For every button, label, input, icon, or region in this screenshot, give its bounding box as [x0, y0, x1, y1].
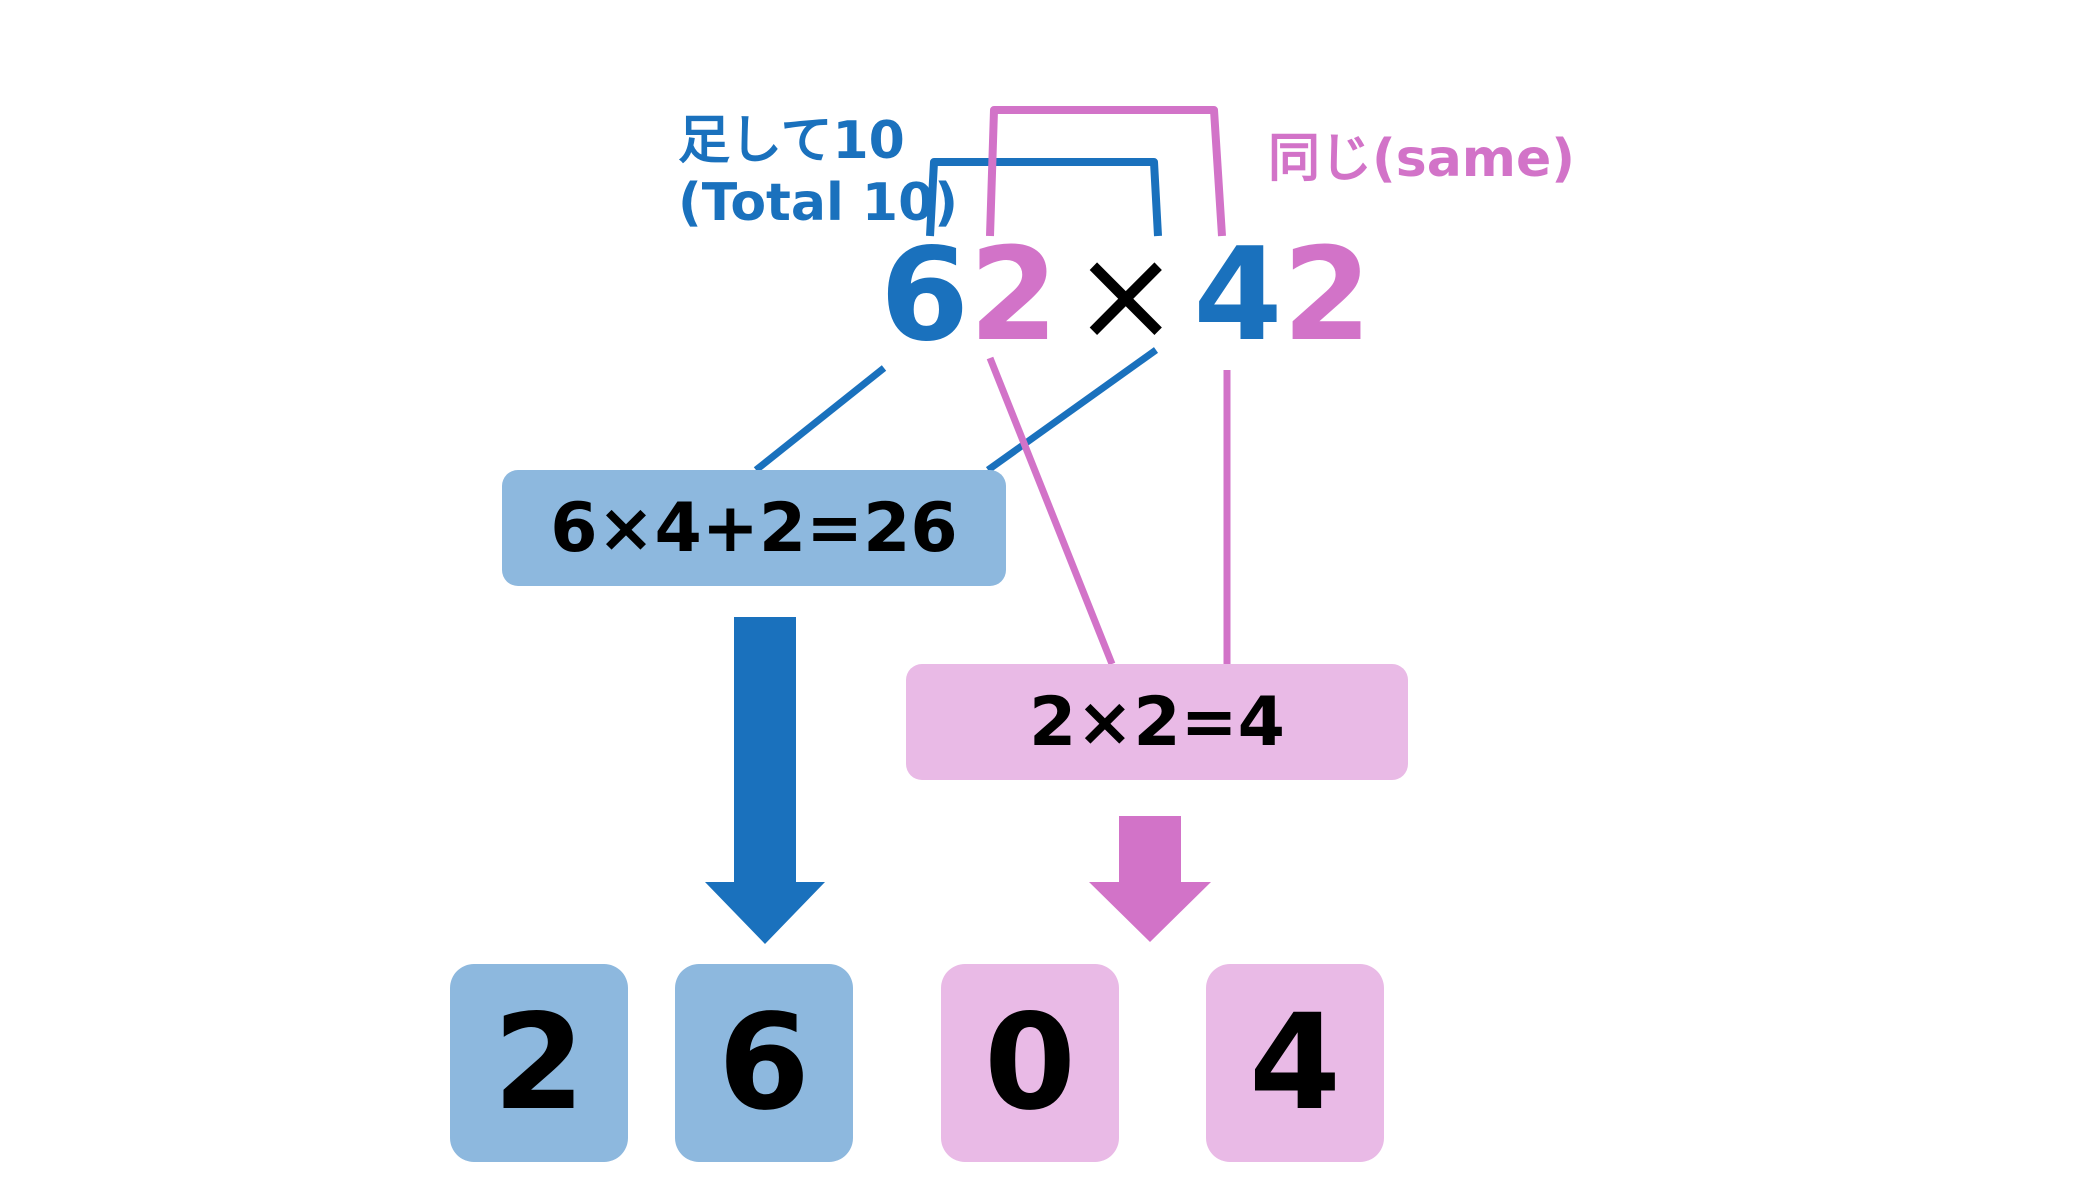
- total-ten-label-en: (Total 10): [678, 173, 959, 233]
- tens-digit-second: 4: [1193, 221, 1283, 370]
- ones-down-arrow: [1089, 816, 1211, 942]
- times-sign: ×: [1072, 221, 1180, 370]
- result-digit-4: 4: [1206, 964, 1384, 1162]
- tens-line-left: [753, 365, 887, 473]
- ones-digit-first: 2: [969, 221, 1059, 370]
- result-digit-1: 2: [450, 964, 628, 1162]
- total-bracket: [926, 158, 1162, 237]
- tens-formula-box: 6×4+2=26: [502, 470, 1006, 586]
- result-digit-3: 0: [941, 964, 1119, 1162]
- ones-line-left: [986, 356, 1116, 666]
- tens-line-right: [985, 347, 1159, 473]
- tens-down-arrow: [705, 617, 825, 944]
- multiplication-problem: 62×42: [880, 232, 1372, 360]
- tens-digit-first: 6: [880, 221, 970, 370]
- ones-digit-second: 2: [1282, 221, 1372, 370]
- result-digit-2: 6: [675, 964, 853, 1162]
- same-label: 同じ(same): [1268, 129, 1576, 189]
- total-ten-label: 足して10 (Total 10): [678, 110, 958, 234]
- total-ten-label-jp: 足して10: [678, 111, 905, 171]
- same-bracket: [986, 106, 1226, 237]
- ones-formula-box: 2×2=4: [906, 664, 1408, 780]
